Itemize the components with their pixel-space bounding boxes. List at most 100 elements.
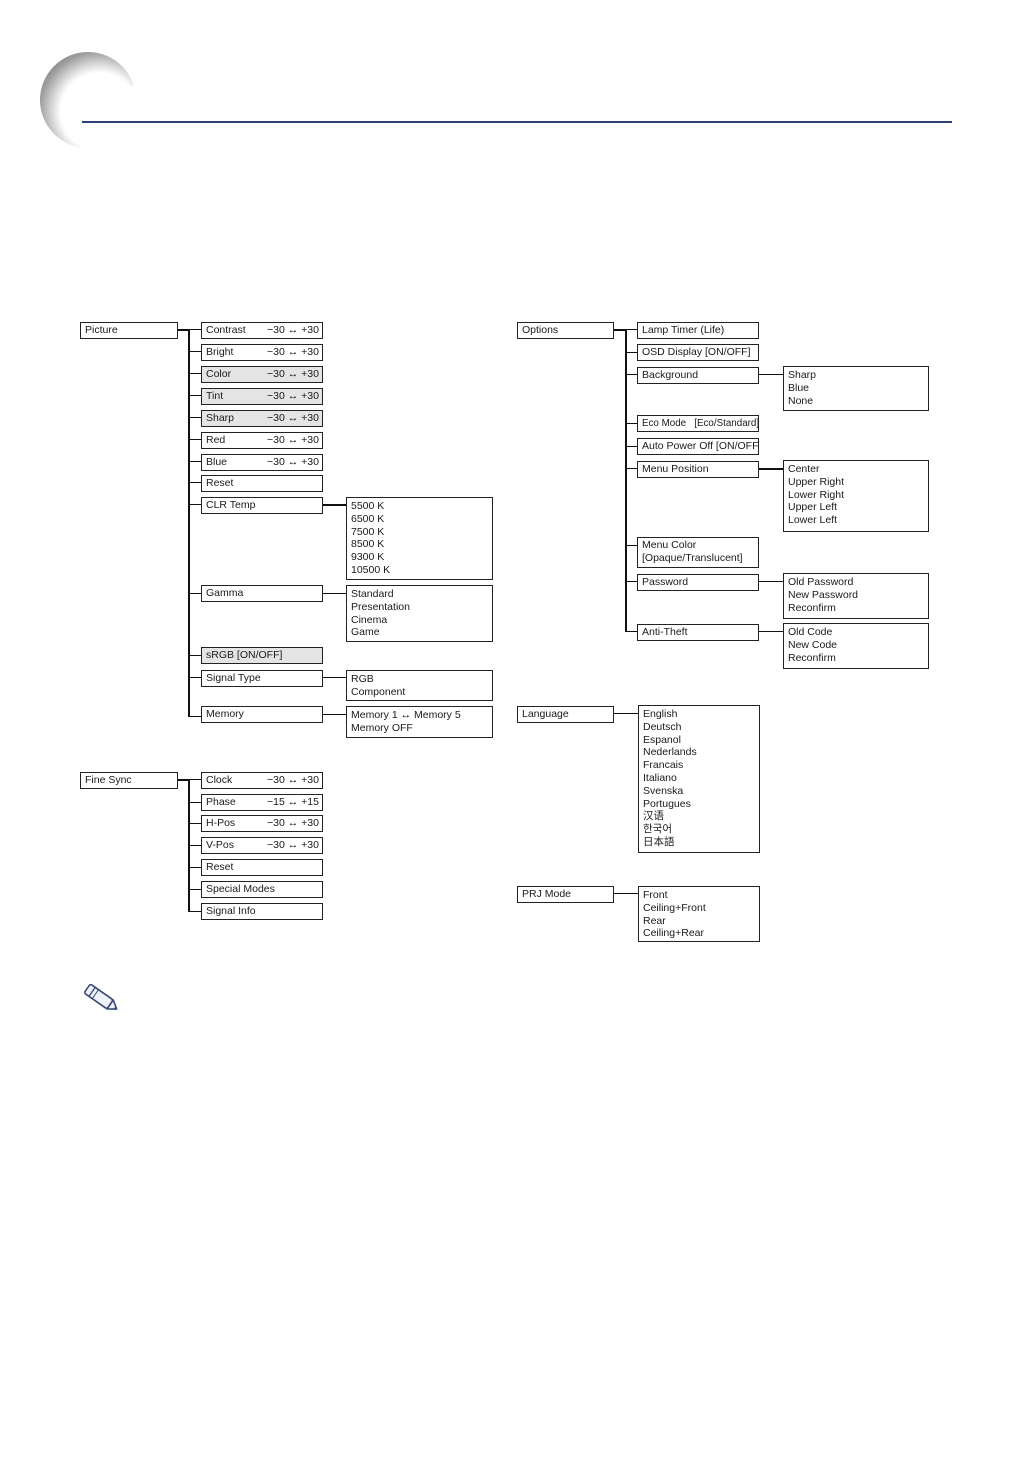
- item-label: Phase: [206, 796, 236, 808]
- item-label: Gamma: [206, 587, 244, 599]
- option: Cinema: [351, 613, 388, 626]
- item-label-2: [Opaque/Translucent]: [642, 552, 743, 564]
- item-range: −15 ↔ +15: [267, 796, 319, 808]
- item-label: Signal Info: [206, 905, 256, 917]
- item-label: Auto Power Off [ON/OFF]: [642, 440, 759, 452]
- item-gamma: Gamma: [201, 585, 323, 602]
- menu-prj-mode: PRJ Mode: [517, 886, 614, 903]
- menu-label: Picture: [85, 324, 118, 336]
- item-range: −30 ↔ +30: [267, 456, 319, 468]
- item-label: Eco Mode [Eco/Standard]: [642, 418, 759, 429]
- menu-label: Options: [522, 324, 559, 336]
- item-label: Color: [206, 368, 232, 380]
- item-range: −30 ↔ +30: [267, 324, 319, 336]
- item-label: Signal Type: [206, 672, 261, 684]
- item-label: Sharp: [206, 412, 235, 424]
- option: Svenska: [643, 784, 684, 797]
- option: Nederlands: [643, 746, 697, 759]
- item-label: Password: [642, 576, 689, 588]
- memory-options: Memory 1 ↔ Memory 5 Memory OFF: [346, 706, 493, 738]
- option: New Password: [788, 588, 859, 601]
- item-reset: Reset: [201, 475, 323, 492]
- item-label: Reset: [206, 477, 234, 489]
- item-label: Red: [206, 434, 226, 446]
- option: Lower Left: [788, 514, 838, 527]
- item-label: Menu Color: [642, 539, 697, 551]
- option: Front: [643, 889, 668, 901]
- option: Component: [351, 685, 406, 698]
- item-signal-type: Signal Type: [201, 670, 323, 687]
- option: 10500 K: [351, 563, 391, 576]
- password-options: Old Password New Password Reconfirm: [783, 573, 929, 619]
- option: Center: [788, 463, 820, 475]
- option: English: [643, 708, 678, 720]
- option: Espanol: [643, 733, 681, 746]
- clr-temp-options: 5500 K 6500 K 7500 K 8500 K 9300 K 10500…: [346, 497, 493, 580]
- option: 汉语: [643, 810, 664, 823]
- item-contrast: Contrast −30 ↔ +30: [201, 322, 323, 339]
- item-red: Red−30 ↔ +30: [201, 432, 323, 449]
- item-label: Contrast: [206, 324, 246, 336]
- prj-mode-options: Front Ceiling+Front Rear Ceiling+Rear: [638, 886, 760, 942]
- item-label: Bright: [206, 346, 234, 358]
- menu-picture: Picture: [80, 322, 178, 339]
- item-memory: Memory: [201, 706, 323, 723]
- pencil-note-icon: [84, 983, 118, 1010]
- menu-label: Fine Sync: [85, 774, 132, 786]
- option: None: [788, 394, 814, 407]
- option: New Code: [788, 638, 838, 651]
- item-signal-info: Signal Info: [201, 903, 323, 920]
- item-menu-color: Menu Color [Opaque/Translucent]: [637, 537, 759, 568]
- option: Portugues: [643, 797, 691, 810]
- option: Old Password: [788, 576, 854, 588]
- item-sharp: Sharp −30 ↔ +30: [201, 410, 323, 427]
- option: RGB: [351, 673, 374, 685]
- item-label: Memory: [206, 708, 244, 720]
- option: Upper Left: [788, 501, 838, 514]
- menu-position-options: Center Upper Right Lower Right Upper Lef…: [783, 460, 929, 532]
- option: 6500 K: [351, 512, 385, 525]
- option: 한국어: [643, 823, 672, 836]
- item-special-modes: Special Modes: [201, 881, 323, 898]
- item-range: −30 ↔ +30: [267, 412, 319, 424]
- option: 5500 K: [351, 500, 385, 512]
- option: Game: [351, 626, 380, 639]
- option: Francais: [643, 759, 684, 772]
- option: Sharp: [788, 369, 817, 381]
- item-label: Tint: [206, 390, 224, 402]
- item-label: sRGB [ON/OFF]: [206, 649, 283, 661]
- menu-fine-sync: Fine Sync: [80, 772, 178, 789]
- option: Standard: [351, 588, 394, 600]
- option: Memory 1 ↔ Memory 5: [351, 709, 461, 721]
- option: Lower Right: [788, 488, 845, 501]
- item-blue: Blue −30 ↔ +30: [201, 454, 323, 471]
- item-range: −30 ↔ +30: [267, 839, 319, 851]
- menu-language: Language: [517, 706, 614, 723]
- item-eco-mode: Eco Mode [Eco/Standard]: [637, 415, 759, 432]
- gamma-options: Standard Presentation Cinema Game: [346, 585, 493, 642]
- item-label: Blue: [206, 456, 228, 468]
- option: 日本語: [643, 835, 675, 848]
- item-label: V-Pos: [206, 839, 235, 851]
- option: Old Code: [788, 626, 833, 638]
- item-label: Background: [642, 369, 699, 381]
- signal-type-options: RGB Component: [346, 670, 493, 701]
- item-label: Lamp Timer (Life): [642, 324, 725, 336]
- item-h-pos: H-Pos−30 ↔ +30: [201, 815, 323, 832]
- option: Memory OFF: [351, 721, 413, 734]
- item-label: Clock: [206, 774, 233, 786]
- option: Ceiling+Rear: [643, 927, 704, 940]
- option: Blue: [788, 381, 810, 394]
- item-background: Background: [637, 367, 759, 384]
- item-auto-power-off: Auto Power Off [ON/OFF]: [637, 438, 759, 455]
- option: 8500 K: [351, 538, 385, 551]
- item-range: −30 ↔ +30: [267, 346, 319, 358]
- option: Rear: [643, 914, 666, 927]
- item-color: Color −30 ↔ +30: [201, 366, 323, 383]
- anti-theft-options: Old Code New Code Reconfirm: [783, 623, 929, 669]
- item-anti-theft: Anti-Theft: [637, 624, 759, 641]
- item-range: −30 ↔ +30: [267, 368, 319, 380]
- language-options: English Deutsch Espanol Nederlands Franc…: [638, 705, 760, 853]
- item-osd-display: OSD Display [ON/OFF]: [637, 344, 759, 361]
- menu-options: Options: [517, 322, 614, 339]
